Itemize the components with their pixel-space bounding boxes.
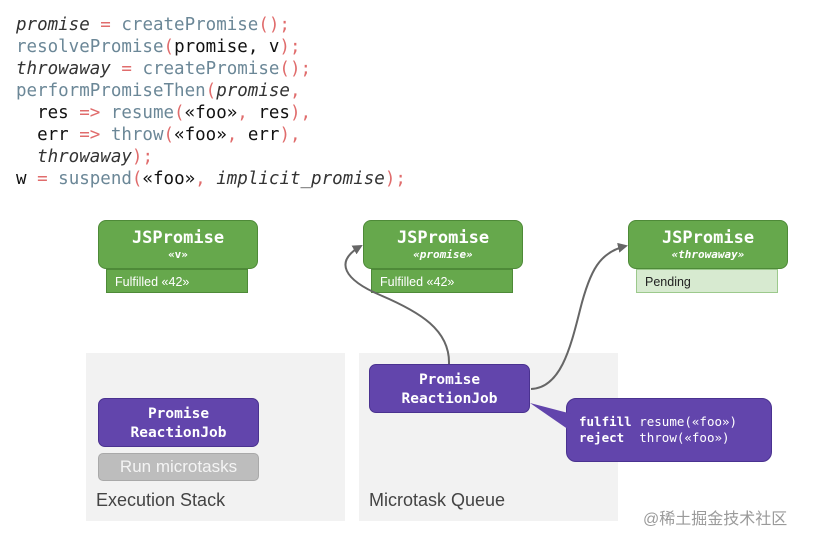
code-token: => bbox=[79, 103, 111, 123]
code-token: ), bbox=[279, 125, 301, 145]
jspromise-header: JSPromise «throwaway» bbox=[628, 220, 788, 269]
jspromise-header: JSPromise «promise» bbox=[363, 220, 523, 269]
code-token: = bbox=[89, 15, 122, 35]
code-token: ( bbox=[131, 169, 143, 189]
code-token: (); bbox=[279, 59, 312, 79]
jspromise-header: JSPromise «v» bbox=[98, 220, 258, 269]
code-token: performPromiseThen bbox=[16, 81, 206, 101]
code-line: resolvePromise(promise, v); bbox=[16, 36, 406, 58]
execution-stack-label: Execution Stack bbox=[96, 490, 226, 510]
jspromise-state: Pending bbox=[636, 269, 778, 293]
code-token: promise bbox=[216, 81, 290, 101]
fulfill-row: fulfill resume(«foo») bbox=[579, 414, 771, 430]
code-token: implicit_promise bbox=[216, 169, 385, 189]
jspromise-name: «throwaway» bbox=[671, 248, 745, 261]
code-token: = bbox=[26, 169, 59, 189]
code-token: err bbox=[247, 125, 280, 145]
code-token: , bbox=[237, 103, 259, 123]
code-token: «foo» bbox=[184, 103, 238, 123]
code-token: «foo» bbox=[142, 169, 196, 189]
code-token: => bbox=[79, 125, 111, 145]
job-line-1: Promise bbox=[147, 406, 210, 422]
code-token: ); bbox=[279, 37, 301, 57]
jspromise-title: JSPromise bbox=[396, 228, 490, 248]
reaction-handlers-bubble: fulfill resume(«foo»)reject throw(«foo») bbox=[566, 398, 772, 462]
code-token: promise, v bbox=[174, 37, 280, 57]
reject-value: throw(«foo») bbox=[639, 430, 730, 445]
code-token: throwaway bbox=[16, 59, 111, 79]
job-line-2: ReactionJob bbox=[130, 425, 227, 441]
code-token: , bbox=[226, 125, 248, 145]
code-token: ( bbox=[174, 103, 185, 123]
fulfill-key: fulfill bbox=[579, 414, 632, 429]
code-token: res bbox=[258, 103, 290, 123]
execution-stack-reaction-job: Promise ReactionJob bbox=[98, 398, 259, 447]
code-token: ( bbox=[163, 37, 175, 57]
code-token: ( bbox=[163, 125, 175, 145]
code-token: ), bbox=[289, 103, 312, 123]
jspromise-title: JSPromise bbox=[661, 228, 755, 248]
code-line: promise = createPromise(); bbox=[16, 14, 406, 36]
code-token: , bbox=[289, 81, 301, 101]
code-line: performPromiseThen(promise, bbox=[16, 80, 406, 102]
code-token: (); bbox=[258, 15, 290, 35]
code-line: throwaway = createPromise(); bbox=[16, 58, 406, 80]
code-token: resume bbox=[110, 103, 175, 123]
code-token: = bbox=[110, 59, 143, 79]
code-token: resolvePromise bbox=[16, 37, 164, 57]
code-line: res => resume(«foo», res), bbox=[16, 102, 406, 124]
fulfill-value: resume(«foo») bbox=[639, 414, 738, 429]
code-token: ); bbox=[131, 147, 153, 167]
job-line-2: ReactionJob bbox=[401, 391, 498, 407]
code-token: res bbox=[16, 103, 80, 123]
microtask-queue-label: Microtask Queue bbox=[369, 490, 506, 510]
code-line: throwaway); bbox=[16, 146, 406, 168]
code-token: throw bbox=[110, 125, 164, 145]
run-microtasks-frame: Run microtasks bbox=[98, 453, 259, 481]
watermark: @稀土掘金技术社区 bbox=[643, 511, 788, 528]
code-token: createPromise bbox=[121, 15, 259, 35]
jspromise-name: «promise» bbox=[413, 248, 473, 261]
code-token: createPromise bbox=[142, 59, 280, 79]
code-token: , bbox=[195, 169, 217, 189]
code-token: throwaway bbox=[16, 147, 132, 167]
reject-key: reject bbox=[579, 430, 625, 445]
job-line-1: Promise bbox=[418, 372, 481, 388]
code-token: suspend bbox=[58, 169, 132, 189]
reject-row: reject throw(«foo») bbox=[579, 430, 771, 446]
code-line: w = suspend(«foo», implicit_promise); bbox=[16, 168, 406, 190]
jspromise-title: JSPromise bbox=[131, 228, 225, 248]
code-token: promise bbox=[16, 15, 90, 35]
jspromise-state: Fulfilled «42» bbox=[106, 269, 248, 293]
code-token: w bbox=[16, 169, 27, 189]
code-token: ); bbox=[384, 169, 406, 189]
code-token: ( bbox=[205, 81, 217, 101]
code-block: promise = createPromise();resolvePromise… bbox=[16, 14, 406, 190]
jspromise-state: Fulfilled «42» bbox=[371, 269, 513, 293]
code-token: «foo» bbox=[174, 125, 227, 145]
code-line: err => throw(«foo», err), bbox=[16, 124, 406, 146]
microtask-reaction-job: Promise ReactionJob bbox=[369, 364, 530, 413]
jspromise-name: «v» bbox=[168, 248, 188, 261]
code-token: err bbox=[16, 125, 80, 145]
